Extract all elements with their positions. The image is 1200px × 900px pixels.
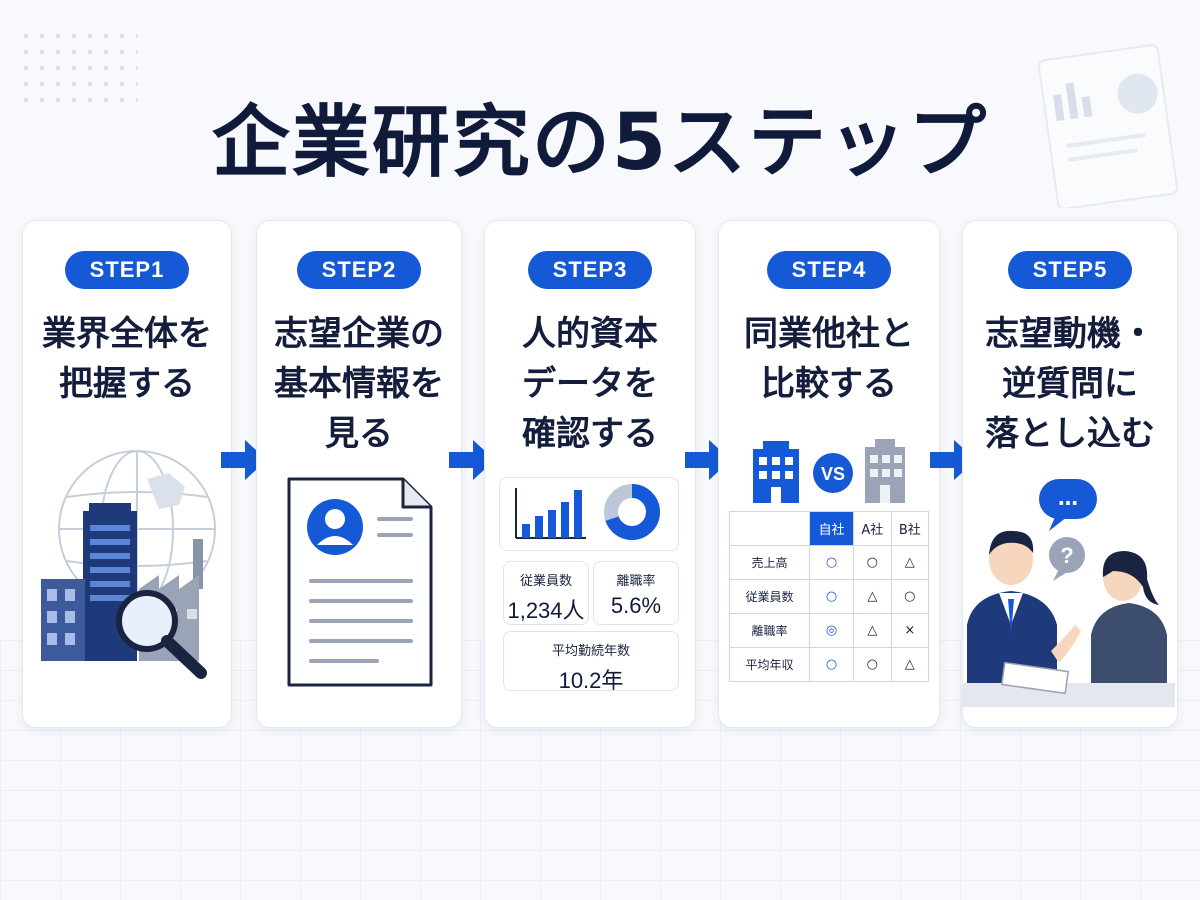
metric-turnover: 離職率 5.6% bbox=[593, 561, 679, 625]
industry-illustration bbox=[41, 450, 216, 679]
metric-employees: 従業員数 1,234人 bbox=[503, 561, 589, 625]
vs-label: VS bbox=[821, 464, 845, 484]
step-card-3: STEP3 人的資本 データを 確認する 従業員数 1,234人 離職率 bbox=[484, 220, 696, 728]
step-badge-4: STEP4 bbox=[767, 251, 891, 289]
speech-bubble-icon: … bbox=[1039, 479, 1097, 531]
step-badge-2: STEP2 bbox=[297, 251, 421, 289]
candidate-icon bbox=[1091, 551, 1167, 707]
page-title: 企業研究の5ステップ bbox=[211, 98, 989, 188]
table-row: 売上高 ○ ○ △ bbox=[728, 545, 930, 580]
interview-illustration: … ? bbox=[963, 479, 1175, 707]
step-title-3: 人的資本 データを 確認する bbox=[522, 314, 658, 454]
step-badge-1: STEP1 bbox=[65, 251, 189, 289]
buildings-icon bbox=[41, 503, 137, 661]
bar-chart-icon bbox=[515, 488, 586, 539]
step-badge-5: STEP5 bbox=[1008, 251, 1132, 289]
donut-chart-icon bbox=[604, 484, 660, 540]
step-card-5: STEP5 志望動機・ 逆質問に 落とし込む … ? bbox=[962, 220, 1178, 728]
step-card-2: STEP2 志望企業の 基本情報を 見る bbox=[256, 220, 462, 728]
table-row: 離職率 ◎ △ × bbox=[728, 613, 930, 648]
metric-tenure: 平均勤続年数 10.2年 bbox=[503, 631, 679, 693]
step-badge-3: STEP3 bbox=[528, 251, 652, 289]
magnifier-icon bbox=[116, 590, 207, 679]
step-title-5: 志望動機・ 逆質問に 落とし込む bbox=[985, 314, 1155, 454]
step-title-4: 同業他社と 比較する bbox=[744, 314, 914, 404]
company-vs-illustration: VS bbox=[753, 439, 905, 503]
office-building-icon bbox=[753, 441, 799, 503]
arrow-right-icon bbox=[221, 440, 267, 480]
step-card-4: STEP4 同業他社と 比較する VS bbox=[718, 220, 940, 728]
svg-text:?: ? bbox=[1060, 543, 1073, 568]
table-row: 従業員数 ○ △ ○ bbox=[728, 579, 930, 614]
step-title-1: 業界全体を 把握する bbox=[42, 314, 212, 404]
avatar-icon bbox=[307, 499, 363, 555]
document-icon bbox=[287, 477, 433, 687]
table-header-row: 自社 A社 B社 bbox=[728, 511, 930, 546]
office-building-icon bbox=[865, 439, 905, 503]
table-row: 平均年収 ○ ○ △ bbox=[728, 647, 930, 682]
question-bubble-icon: ? bbox=[1049, 537, 1085, 581]
svg-text:…: … bbox=[1058, 486, 1078, 510]
step-card-1: STEP1 業界全体を 把握する bbox=[22, 220, 232, 728]
step-title-2: 志望企業の 基本情報を 見る bbox=[274, 314, 444, 454]
arrow-right-icon bbox=[449, 440, 495, 480]
decorative-report-icon bbox=[1037, 44, 1179, 208]
decorative-dots bbox=[18, 28, 138, 108]
charts-panel bbox=[499, 477, 679, 551]
comparison-table: 自社 A社 B社 売上高 ○ ○ △ 従業員数 ○ △ ○ 離職率 ◎ △ × … bbox=[728, 511, 930, 682]
